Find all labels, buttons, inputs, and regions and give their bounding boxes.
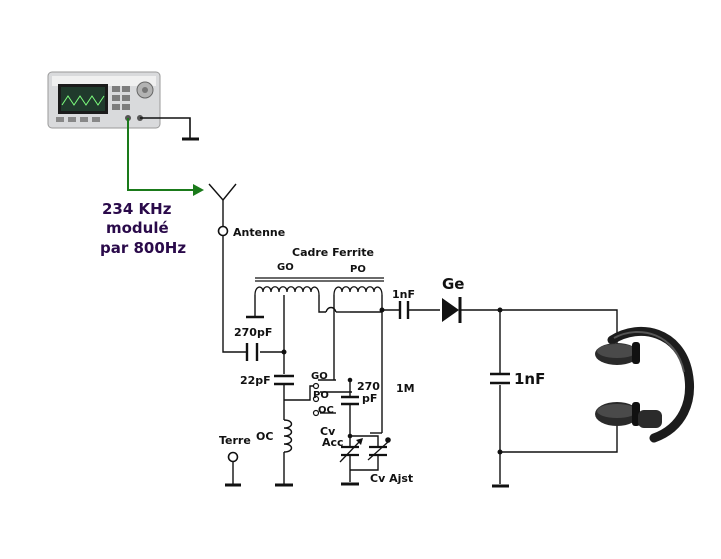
antenna-symbol xyxy=(208,183,237,226)
signal-line-1: 234 KHz xyxy=(102,200,172,218)
variable-capacitor-arrow xyxy=(356,438,363,445)
antenna-label: Antenne xyxy=(233,226,285,239)
node-out-top xyxy=(497,307,503,313)
signal-line-2: modulé xyxy=(106,219,169,237)
capacitor-1nf-top xyxy=(398,301,410,319)
coil-po xyxy=(333,286,383,296)
signal-annotation: 234 KHz modulé par 800Hz xyxy=(100,200,186,257)
ferrite-coil-label: Cadre Ferrite xyxy=(292,246,374,259)
variable-capacitor-acc xyxy=(339,439,362,463)
switch-go-label: GO xyxy=(311,371,328,382)
coil-wiring xyxy=(246,295,440,433)
capacitor-1nf-right xyxy=(490,372,510,385)
capacitor-270pf xyxy=(341,395,359,406)
resistor-1m-label: 1M xyxy=(396,382,415,395)
function-generator-icon xyxy=(47,71,161,129)
earth-label: Terre xyxy=(219,434,251,447)
signal-wire xyxy=(127,118,204,196)
antenna-terminal xyxy=(217,225,229,237)
cap-22pf-label: 22pF xyxy=(240,374,271,387)
switch-contact-oc xyxy=(312,409,320,417)
earth-terminal xyxy=(227,451,239,463)
switch-contact-po xyxy=(312,395,320,403)
headphones-icon xyxy=(595,327,694,443)
switch-oc-label: OC xyxy=(318,405,334,416)
capacitor-22pf xyxy=(274,374,294,386)
ferrite-core xyxy=(255,277,384,282)
cv-acc-label-2: Acc xyxy=(322,436,344,449)
switch-contact-go xyxy=(312,382,320,390)
trimmer-capacitor-ajst xyxy=(367,441,389,461)
cap-1nf-top-label: 1nF xyxy=(392,288,415,301)
band-switch xyxy=(312,382,320,417)
node-270-top xyxy=(347,377,353,383)
diode-ge xyxy=(442,297,500,323)
node-cv xyxy=(347,433,353,439)
coil-go xyxy=(254,286,320,296)
node-po-right xyxy=(379,307,385,313)
cv-acc-label-1: Cv xyxy=(320,425,336,438)
diode-label: Ge xyxy=(442,275,465,293)
signal-line-3: par 800Hz xyxy=(100,239,186,257)
generator-ground xyxy=(140,117,199,141)
output-wiring xyxy=(499,309,618,484)
node-go-tap xyxy=(281,349,287,355)
coil-oc-label: OC xyxy=(256,430,273,443)
node-out-bottom xyxy=(497,449,503,455)
go-top-label: GO xyxy=(277,262,294,273)
cap-1nf-right-label: 1nF xyxy=(514,370,545,388)
cap-270-num-label: 270 xyxy=(357,380,380,393)
switch-po-label: PO xyxy=(313,390,329,401)
antenna-wire xyxy=(222,236,283,353)
cv-ajst-label: Cv Ajst xyxy=(370,472,413,485)
cap-270pf-antenna-label: 270pF xyxy=(234,326,272,339)
trimmer-dot xyxy=(385,437,391,443)
po-top-label: PO xyxy=(350,264,366,275)
capacitor-270pf-antenna xyxy=(245,343,259,361)
cap-270-unit-label: pF xyxy=(362,392,377,405)
